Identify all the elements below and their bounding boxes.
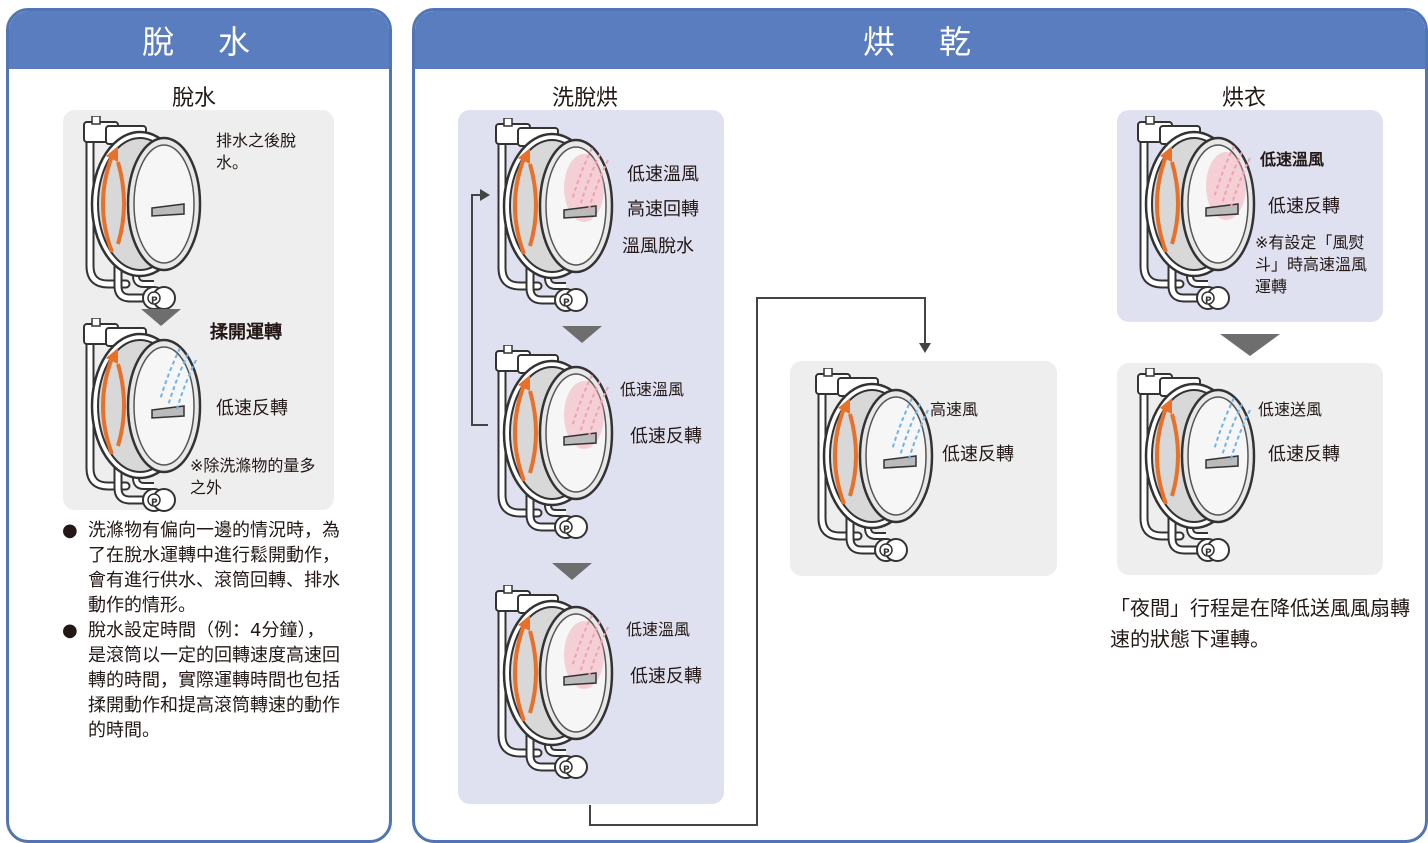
- warm-air-glow: [1206, 152, 1246, 220]
- pump-label: P: [1205, 296, 1212, 306]
- warm-air-stream: [1229, 157, 1251, 211]
- washer-drum-illustration: P: [83, 317, 202, 512]
- warm-air-glow: [564, 154, 604, 222]
- warm-air-stream: [579, 153, 601, 207]
- warm-air-stream: [571, 374, 593, 428]
- final-dry-line1: 高速風: [930, 400, 979, 419]
- spin-step2-label: 低速反轉: [216, 398, 288, 419]
- wash-dry-step2-drum: P: [480, 344, 630, 559]
- dry-only-section-title: 烘衣: [1222, 86, 1267, 111]
- wash-dry-step2-line1: 低速溫風: [620, 380, 685, 399]
- warm-air-stream: [571, 614, 593, 668]
- spin-notes: ● 洗滌物有偏向一邊的情況時，為了在脫水運轉中進行鬆開動作，會有進行供水、滾筒回轉…: [62, 518, 342, 743]
- wash-dry-step1-line2: 高速回轉: [627, 199, 699, 220]
- washer-drum-illustration: P: [495, 117, 614, 312]
- spin-panel-header: 脫 水: [9, 11, 389, 69]
- wash-dry-section-title: 洗脫烘: [552, 86, 619, 111]
- pump-label: P: [151, 498, 158, 508]
- spin-note-1-text: 洗滌物有偏向一邊的情況時，為了在脫水運轉中進行鬆開動作，會有進行供水、滾筒回轉、…: [88, 520, 340, 616]
- pump-label: P: [1205, 548, 1212, 558]
- spin-step2-drum: P: [68, 317, 218, 532]
- cool-air-stream: [1221, 403, 1243, 457]
- pump-label: P: [563, 298, 570, 308]
- wash-dry-step3-line2: 低速反轉: [630, 666, 702, 687]
- dry-only-step2-line2: 低速反轉: [1268, 444, 1340, 465]
- cool-air-stream: [167, 353, 189, 407]
- spin-note-1: ● 洗滌物有偏向一邊的情況時，為了在脫水運轉中進行鬆開動作，會有進行供水、滾筒回轉…: [62, 518, 342, 618]
- bullet-dot: ●: [62, 520, 78, 541]
- warm-air-stream: [579, 380, 601, 434]
- wash-dry-step1-drum: P: [480, 117, 630, 332]
- washer-drum-illustration: P: [1137, 367, 1256, 562]
- warm-air-stream: [571, 147, 593, 201]
- pump-label: P: [151, 296, 158, 306]
- cool-air-stream: [159, 347, 181, 401]
- dry-only-step1-note: ※有設定「風熨斗」時高速溫風運轉: [1255, 233, 1368, 296]
- warm-air-stream: [579, 620, 601, 674]
- dry-only-step1-line1: 低速溫風: [1260, 150, 1325, 169]
- warm-air-stream: [1213, 145, 1235, 199]
- dry-only-step2-line1: 低速送風: [1258, 400, 1323, 419]
- cool-air-stream: [175, 359, 197, 413]
- warm-air-stream: [1221, 151, 1243, 205]
- washer-drum-illustration: P: [495, 344, 614, 539]
- warm-air-stream: [587, 159, 609, 213]
- wash-dry-step-arrow-1: [562, 326, 602, 343]
- wash-dry-step1-line1: 低速溫風: [627, 164, 699, 185]
- spin-step1-drum: P: [68, 115, 218, 330]
- pump-label: P: [563, 525, 570, 535]
- spin-note-2: ● 脫水設定時間（例：4分鐘），是滾筒以一定的回轉速度高速回轉的時間，實際運轉時間…: [62, 618, 342, 743]
- wash-dry-step-arrow-2: [552, 563, 592, 580]
- final-dry-drum: P: [800, 367, 950, 582]
- wash-dry-step3-line1: 低速溫風: [626, 620, 691, 639]
- spin-step-arrow: [141, 309, 181, 326]
- final-dry-line2: 低速反轉: [942, 444, 1014, 465]
- washer-drum-illustration: P: [83, 115, 202, 310]
- spin-section-title: 脫水: [172, 86, 217, 111]
- spin-step1-note: 排水之後脫水。: [216, 131, 297, 172]
- washer-drum-illustration: P: [1137, 115, 1256, 310]
- spin-step2-note: ※除洗滌物的量多之外: [190, 456, 316, 497]
- wash-dry-step2-line2: 低速反轉: [630, 426, 702, 447]
- night-mode-note: 「夜間」行程是在降低送風風扇轉速的狀態下運轉。: [1110, 596, 1410, 651]
- wash-dry-step1-line3: 溫風脫水: [622, 236, 694, 257]
- pump-label: P: [883, 548, 890, 558]
- washer-drum-illustration: P: [815, 367, 934, 562]
- cool-air-stream: [1229, 409, 1251, 463]
- bullet-dot: ●: [62, 620, 78, 641]
- dry-only-step1-drum: P: [1122, 115, 1272, 330]
- dry-only-step1-line2: 低速反轉: [1268, 196, 1340, 217]
- washer-drum-illustration: P: [495, 584, 614, 779]
- dry-only-step-arrow: [1220, 334, 1280, 356]
- pump-label: P: [563, 765, 570, 775]
- dry-only-step2-drum: P: [1122, 367, 1272, 582]
- cool-air-stream: [1213, 397, 1235, 451]
- wash-dry-step3-drum: P: [480, 584, 630, 799]
- dry-panel-header: 烘 乾: [415, 11, 1425, 69]
- spin-note-2-text: 脫水設定時間（例：4分鐘），是滾筒以一定的回轉速度高速回轉的時間，實際運轉時間也…: [88, 620, 340, 741]
- spin-step2-title: 揉開運轉: [210, 322, 282, 343]
